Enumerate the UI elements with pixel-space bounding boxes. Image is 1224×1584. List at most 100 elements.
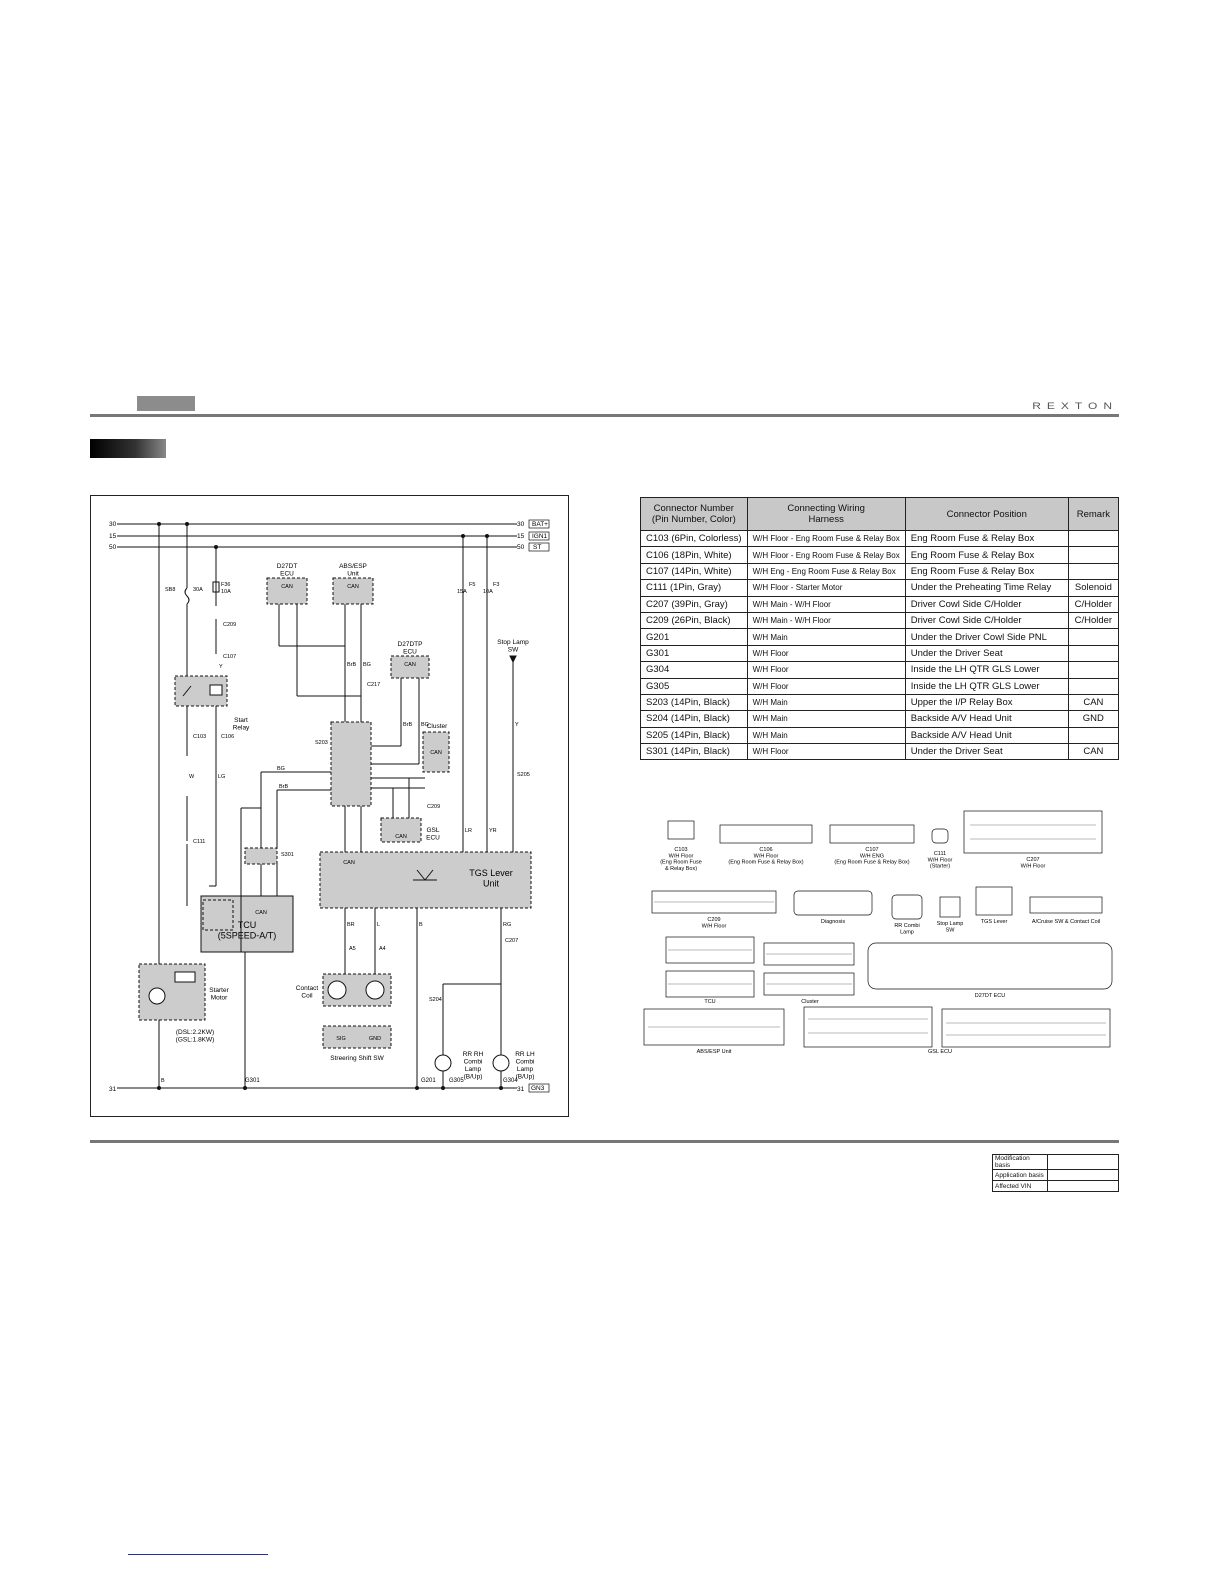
signal-sig: SIG [336,1036,345,1042]
connector-c217: C217 [367,682,380,688]
label-motor-spec: (DSL:2.2KW)(GSL:1.8KW) [176,1029,215,1043]
cell-harness: W/H Floor [746,661,906,679]
wire-y: Y [219,664,223,670]
rail-15-left: 15 [109,533,117,540]
connector-c107: C107 [223,654,236,660]
cell-connector: G305 [640,677,748,695]
modification-row: Affected VIN [992,1180,1119,1192]
view-diagnosis: Diagnosis [821,919,845,925]
header-tab [137,396,195,411]
col-remark: Remark [1067,497,1120,531]
cell-remark [1067,726,1120,745]
brand-logo: REXTON [1032,400,1118,412]
can-gsl: CAN [395,834,407,840]
cell-remark [1067,546,1120,564]
view-d27dt-ecu: D27DT ECU [975,993,1005,999]
cell-position: Backside A/V Head Unit [904,726,1069,745]
wire-bg-top: BG [363,662,371,668]
cell-position: Driver Cowl Side C/Holder [904,595,1069,613]
wire-brb-dtp: BrB [403,722,413,728]
splice-s301: S301 [281,852,294,858]
view-tcu: TCU [704,999,715,1005]
connector-a4: A4 [379,946,386,952]
cell-position: Under the Preheating Time Relay [904,579,1069,597]
wiring-diagram: 30 15 50 30 15 50 BAT+ IGN1 ST 31 31 GN3… [90,495,569,1117]
cell-harness: W/H Main [746,628,906,646]
wiring-diagram-svg: 30 15 50 30 15 50 BAT+ IGN1 ST 31 31 GN3… [109,519,550,1093]
cell-harness: W/H Main [746,726,906,745]
header-rule [90,414,1119,417]
wire-bg-left: BG [277,766,285,772]
cell-position: Under the Driver Seat [904,644,1069,663]
rail-tag-bat: BAT+ [532,521,548,528]
rail-15-right: 15 [517,533,525,540]
can-d27dtp: CAN [404,662,416,668]
modification-value [1047,1154,1119,1170]
modification-value [1047,1169,1119,1181]
cell-connector: S204 (14Pin, Black) [640,710,748,728]
modification-label: Affected VIN [992,1180,1048,1192]
rail-30-left: 30 [109,521,117,528]
cell-remark: CAN [1067,693,1120,712]
cell-connector: C209 (26Pin, Black) [640,611,748,630]
cell-remark: C/Holder [1067,611,1120,630]
cell-position: Upper the I/P Relay Box [904,693,1069,712]
cell-remark [1067,644,1120,663]
connector-c103: C103 [193,734,206,740]
wire-rg: RG [503,922,511,928]
label-steering-shift-sw: Streering Shift SW [330,1055,384,1062]
cell-harness: W/H Floor [746,644,906,663]
wire-brb-top: BrB [347,662,357,668]
wire-br: BR [347,922,355,928]
wire-yr: YR [489,828,497,834]
cell-remark [1067,562,1120,581]
cell-remark [1067,529,1120,548]
cell-remark [1067,661,1120,679]
ground-tag: GN3 [531,1085,545,1092]
view-abs-esp: ABS/ESP Unit [697,1049,732,1055]
can-tgs: CAN [343,860,355,866]
cell-harness: W/H Eng - Eng Room Fuse & Relay Box [746,562,906,581]
fuse-f5-amp: 15A [457,589,467,595]
cell-harness: W/H Main [746,693,906,712]
ground-g305: G305 [449,1078,464,1084]
table-row: C107 (14Pin, White)W/H Eng - Eng Room Fu… [640,562,1120,581]
wire-w: W [189,774,195,780]
ground-right: 31 [517,1086,525,1093]
rail-tag-ign1: IGN1 [532,533,548,540]
col-connector-number: Connector Number (Pin Number, Color) [640,497,748,531]
cell-remark: Solenoid [1067,579,1120,597]
cell-position: Eng Room Fuse & Relay Box [904,529,1069,548]
cell-remark: GND [1067,710,1120,728]
can-cluster: CAN [430,750,442,756]
cell-connector: S301 (14Pin, Black) [640,743,748,761]
table-header-row: Connector Number (Pin Number, Color) Con… [640,497,1120,531]
wire-l: L [377,922,380,928]
cell-position: Eng Room Fuse & Relay Box [904,562,1069,581]
connector-c106: C106 [221,734,234,740]
cell-harness: W/H Floor [746,677,906,695]
wire-bg-dtp: BG [421,722,429,728]
wire-b-ground: B [161,1078,165,1084]
connector-table: Connector Number (Pin Number, Color) Con… [640,497,1120,761]
cell-connector: C207 (39Pin, Gray) [640,595,748,613]
fuse-f3-amp: 10A [483,589,493,595]
splice-s204: S204 [429,997,442,1003]
wire-lr: LR [465,828,472,834]
ground-left: 31 [109,1086,117,1093]
cell-position: Under the Driver Seat [904,743,1069,761]
